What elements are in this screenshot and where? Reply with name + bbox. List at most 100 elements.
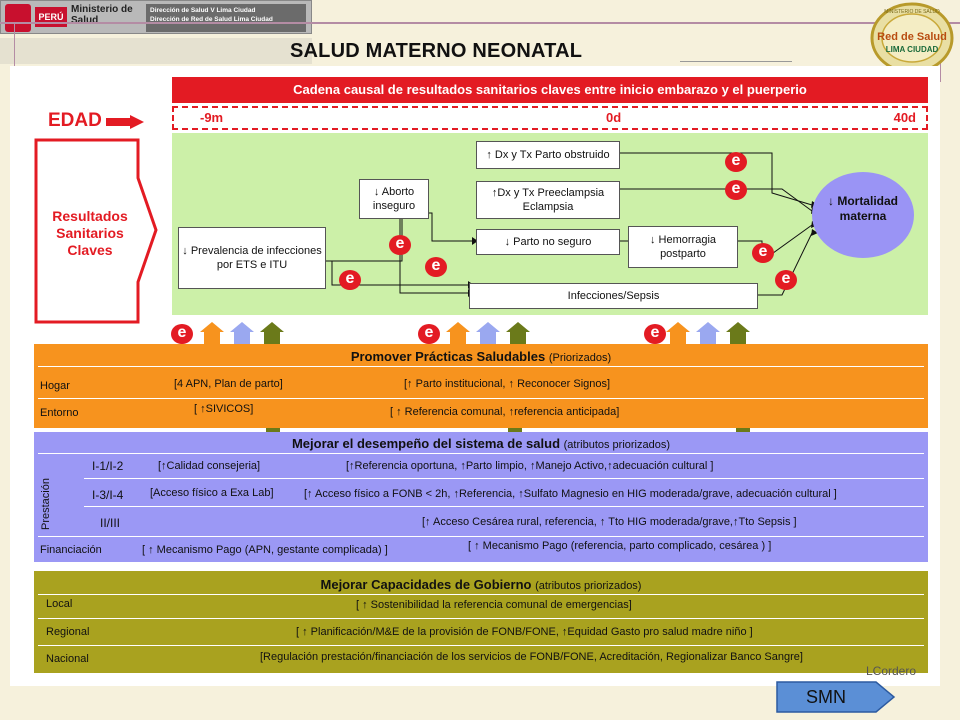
connector-stub — [736, 428, 750, 432]
gobierno-section: Mejorar Capacidades de Gobierno (atribut… — [34, 571, 928, 673]
row-cell: [Acceso físico a Exa Lab] — [150, 487, 274, 499]
dx-parto-obstruido-box: ↑ Dx y Tx Parto obstruido — [476, 141, 620, 169]
promover-title-text: Promover Prácticas Saludables — [350, 349, 546, 364]
desempeno-section: Mejorar el desempeño del sistema de salu… — [34, 432, 928, 562]
row-label: Local — [46, 598, 73, 610]
mortalidad-materna-circle: ↓ Mortalidad materna — [812, 172, 914, 258]
page-title: SALUD MATERNO NEONATAL — [290, 40, 583, 62]
author-label: LCordero — [866, 664, 917, 678]
rs-line-2: Sanitarios — [56, 225, 124, 241]
e-marker: e — [644, 324, 666, 344]
peru-shield-icon — [5, 4, 31, 32]
desempeno-title-text: Mejorar el desempeño del sistema de salu… — [291, 436, 561, 451]
aborto-box: ↓ Aborto inseguro — [359, 179, 429, 219]
gobierno-title-text: Mejorar Capacidades de Gobierno — [320, 577, 532, 592]
direction-line-2: Dirección de Red de Salud Lima Ciudad — [150, 16, 273, 23]
gobierno-title: Mejorar Capacidades de Gobierno (atribut… — [34, 577, 928, 592]
row-cell: [↑Calidad consejeria] — [158, 460, 261, 472]
divider — [84, 478, 924, 479]
row-cell: [↑ Parto institucional, ↑ Reconocer Sign… — [404, 378, 611, 390]
row-label: Financiación — [40, 544, 102, 556]
logo-top-text: MINISTERIO DE SALUD — [884, 9, 940, 15]
row-cell: [4 APN, Plan de parto] — [174, 378, 283, 390]
e-marker: e — [752, 243, 774, 263]
gobierno-title-note: (atributos priorizados) — [535, 580, 642, 592]
prestacion-label: Prestación — [40, 478, 52, 530]
promover-title: Promover Prácticas Saludables (Priorizad… — [34, 349, 928, 364]
divider — [38, 594, 924, 595]
connector-stub — [508, 428, 522, 432]
divider — [38, 618, 924, 619]
promover-title-note: (Priorizados) — [548, 352, 612, 364]
infecciones-sepsis-box: Infecciones/Sepsis — [469, 283, 758, 309]
e-marker: e — [171, 324, 193, 344]
row-cell: [ ↑ Referencia comunal, ↑referencia anti… — [390, 406, 620, 418]
up-arrows-row — [200, 322, 750, 346]
connector-stub — [266, 428, 280, 432]
dx-preeclampsia-box: ↑Dx y Tx Preeclampsia Eclampsia — [476, 181, 620, 219]
divider — [38, 536, 924, 537]
row-label: II/III — [100, 516, 121, 530]
header-reflection — [0, 38, 312, 64]
row-label: Regional — [46, 626, 90, 638]
divider — [38, 453, 924, 454]
divider — [38, 398, 924, 399]
smn-nav-button[interactable]: SMN — [776, 681, 896, 713]
desempeno-title: Mejorar el desempeño del sistema de salu… — [34, 436, 928, 451]
logo-subtext: LIMA CIUDAD — [886, 45, 939, 54]
e-marker: e — [389, 235, 411, 255]
e-marker: e — [725, 152, 747, 172]
results-bracket-icon — [34, 138, 158, 324]
arrow-shape-icon — [776, 681, 896, 713]
row-cell: [Regulación prestación/financiación de l… — [260, 651, 803, 663]
promover-section: Promover Prácticas Saludables (Priorizad… — [34, 344, 928, 428]
row-cell: [ ↑ Mecanismo Pago (referencia, parto co… — [468, 540, 772, 552]
causal-chain-connectors — [326, 152, 818, 297]
row-cell: [↑ Acceso físico a FONB < 2h, ↑Referenci… — [304, 488, 837, 500]
prevalencia-box: ↓ Prevalencia de infecciones por ETS e I… — [178, 227, 326, 289]
ministry-header-logo: PERÚ Ministerio de Salud Dirección de Sa… — [0, 0, 312, 34]
row-label: Nacional — [46, 653, 89, 665]
timeline-middle: 0d — [606, 110, 622, 125]
timeline-bar: -9m 0d 40d — [172, 106, 928, 130]
logo-text: Red de Salud — [877, 31, 947, 43]
e-marker: e — [775, 270, 797, 290]
row-cell: [ ↑ Sostenibilidad la referencia comunal… — [356, 599, 632, 611]
row-label: Hogar — [40, 380, 70, 392]
timeline-start: -9m — [200, 110, 224, 125]
row-label: I-1/I-2 — [92, 459, 124, 473]
row-label: I-3/I-4 — [92, 488, 124, 502]
divider — [680, 61, 792, 62]
causal-chain-title: Cadena causal de resultados sanitarios c… — [172, 77, 928, 103]
up-arrow-icon — [200, 322, 750, 346]
peru-label: PERÚ — [35, 7, 67, 27]
divider — [14, 22, 15, 82]
e-marker: e — [425, 257, 447, 277]
row-cell: [ ↑ Mecanismo Pago (APN, gestante compli… — [142, 544, 388, 556]
e-marker: e — [418, 324, 440, 344]
direction-line-1: Dirección de Salud V Lima Ciudad — [150, 7, 256, 14]
red-de-salud-logo: MINISTERIO DE SALUD Red de Salud LIMA CI… — [870, 2, 954, 74]
right-arrow-icon — [106, 115, 144, 129]
resultados-sanitarios-label: Resultados Sanitarios Claves — [40, 208, 140, 259]
rs-line-3: Claves — [67, 242, 113, 258]
desempeno-title-note: (atributos priorizados) — [563, 439, 671, 451]
divider — [38, 366, 924, 367]
divider — [84, 506, 924, 507]
e-marker: e — [725, 180, 747, 200]
row-cell: [ ↑SIVICOS] — [194, 403, 254, 415]
divider — [38, 645, 924, 646]
row-label: Entorno — [40, 407, 79, 419]
edad-label: EDAD — [48, 110, 102, 131]
direction-label: Dirección de Salud V Lima Ciudad Direcci… — [146, 4, 306, 32]
row-cell: [↑Referencia oportuna, ↑Parto limpio, ↑M… — [346, 460, 714, 472]
e-marker: e — [339, 270, 361, 290]
hemorragia-box: ↓ Hemorragia postparto — [628, 226, 738, 268]
smn-label: SMN — [806, 687, 846, 707]
ministry-label: Ministerio de Salud — [71, 4, 133, 26]
row-cell: [ ↑ Planificación/M&E de la provisión de… — [296, 626, 753, 638]
divider — [0, 22, 960, 24]
parto-no-seguro-box: ↓ Parto no seguro — [476, 229, 620, 255]
timeline-end: 40d — [893, 110, 916, 125]
row-cell: [↑ Acceso Cesárea rural, referencia, ↑ T… — [422, 516, 797, 528]
